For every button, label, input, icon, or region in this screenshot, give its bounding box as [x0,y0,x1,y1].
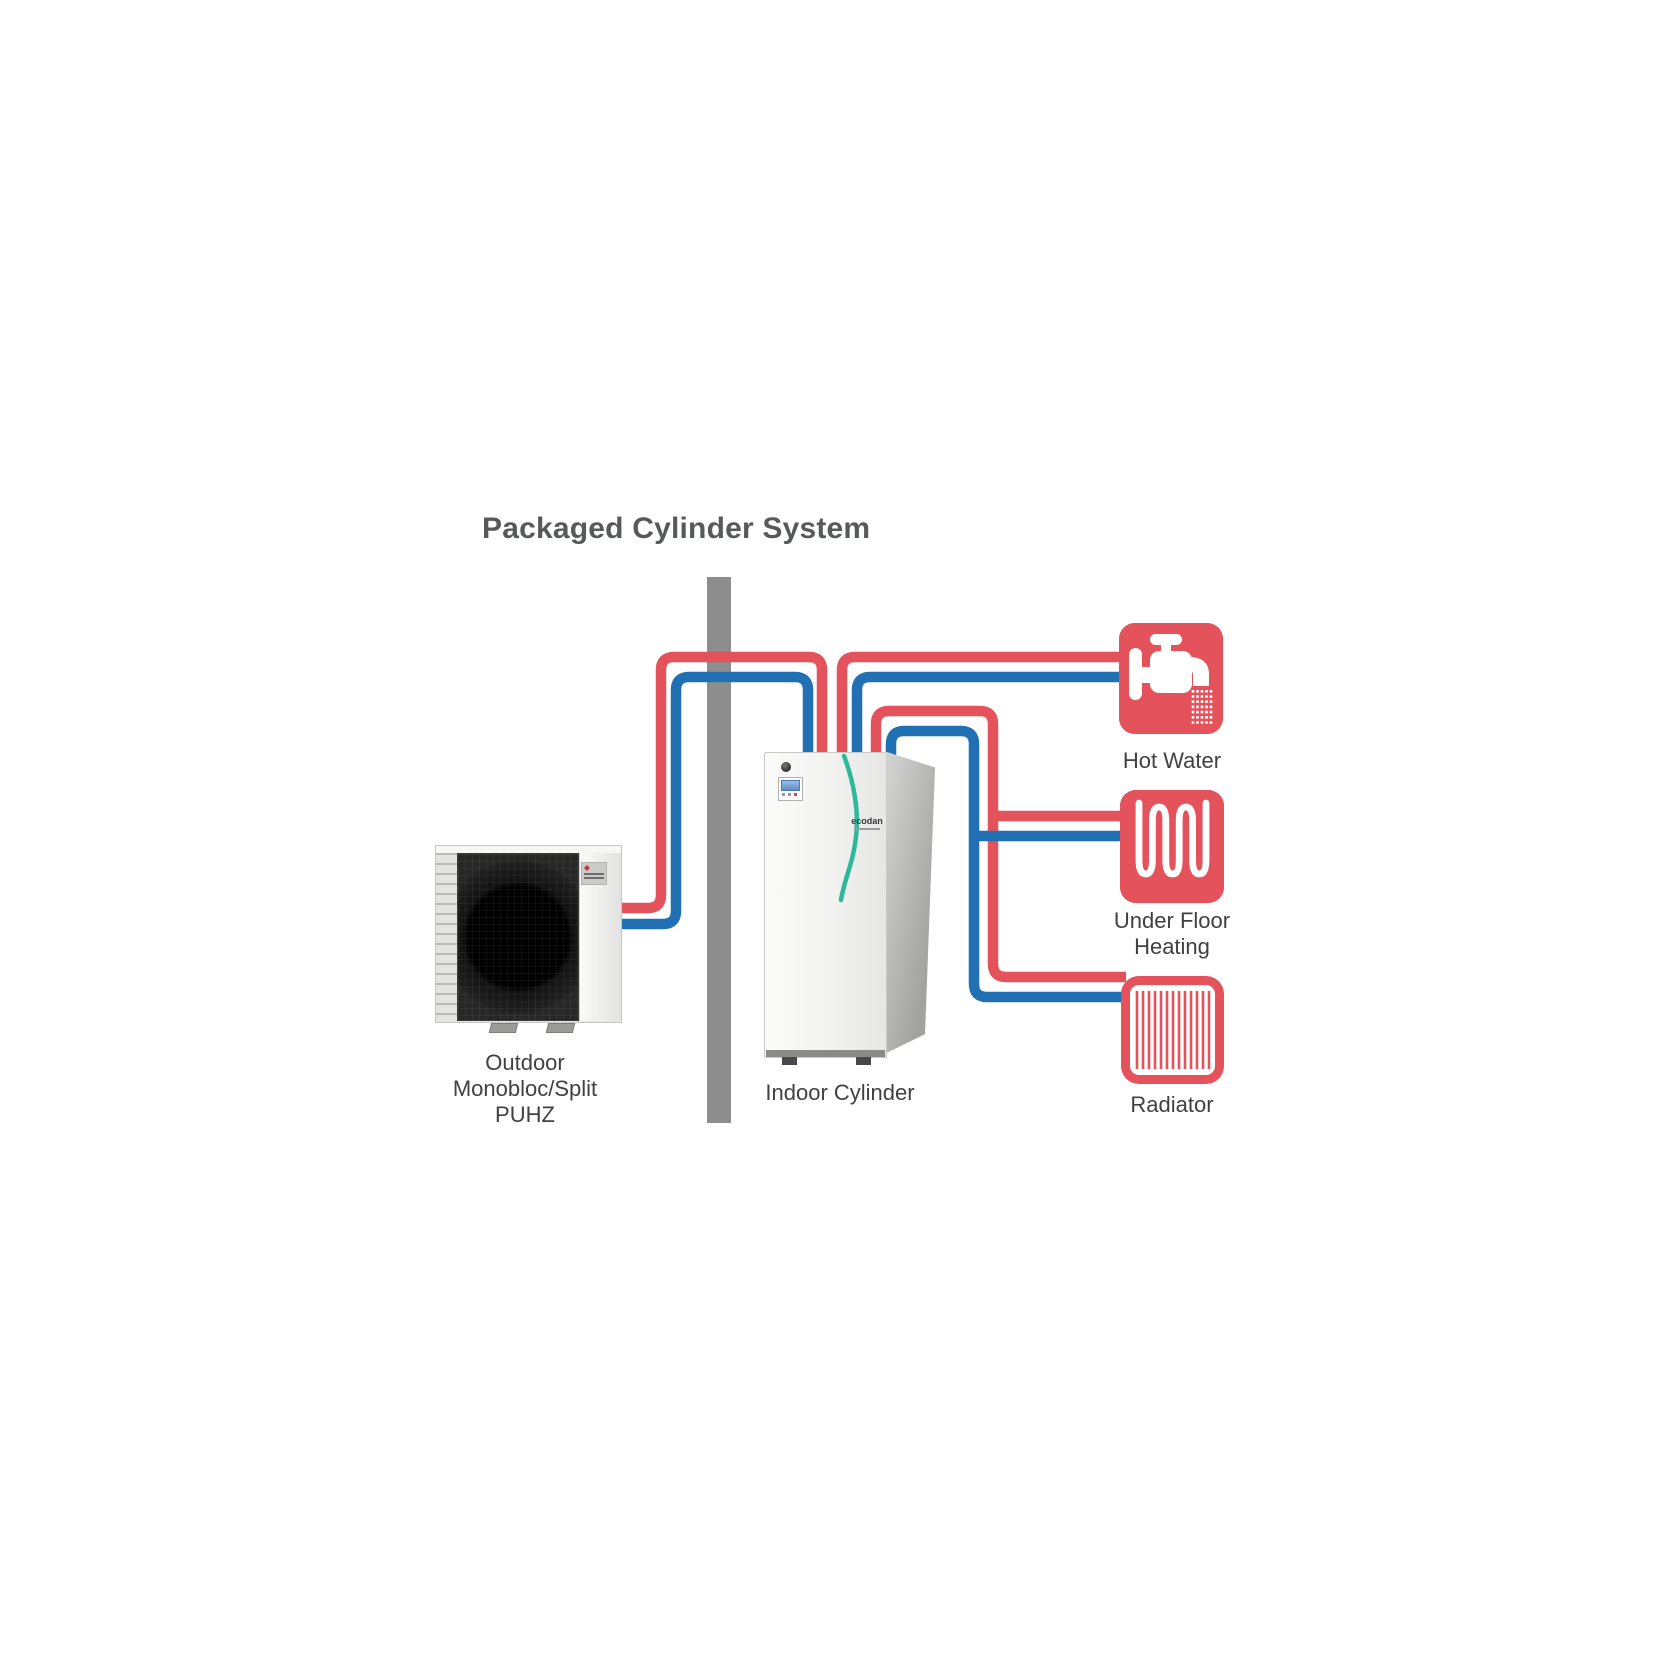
underfloor-heating-endpoint [1120,790,1224,903]
outdoor-unit-foot [545,1023,576,1033]
hot-water-endpoint [1119,623,1223,734]
pipe-hot-cylinder-to-hot-water [836,651,1126,760]
radiator-icon [1121,976,1224,1084]
indoor-cylinder-unit: ecodan [764,752,937,1070]
radiator-label: Radiator [1130,1092,1214,1117]
outdoor-unit-label: Outdoor Monobloc/Split PUHZ [452,1050,598,1127]
cylinder-front-panel [764,752,887,1058]
hot-water-label: Hot Water [1122,748,1222,773]
cylinder-side-panel [887,752,935,1053]
control-panel [778,777,803,801]
outdoor-unit [435,845,622,1035]
side-vent-grille [436,853,458,1021]
outdoor-unit-foot [488,1023,519,1033]
underfloor-heating-label: Under Floor Heating [1113,908,1231,959]
cylinder-foot [856,1057,871,1065]
radiator-endpoint [1119,974,1226,1086]
cylinder-base [766,1050,885,1057]
cylinder-foot [782,1057,797,1065]
cylinder-cap [781,762,791,772]
control-panel-screen [781,780,800,791]
tap-icon [1119,623,1223,734]
diamond-mark-icon [584,865,590,871]
indoor-cylinder-label: Indoor Cylinder [765,1080,915,1105]
wall-divider [707,577,731,1123]
status-led [794,793,797,796]
fan-grille [457,853,579,1021]
underfloor-coil-icon [1120,790,1224,903]
mitsubishi-logo [581,862,607,885]
page-title: Packaged Cylinder System [482,512,871,545]
ecodan-logo: ecodan [848,816,886,830]
